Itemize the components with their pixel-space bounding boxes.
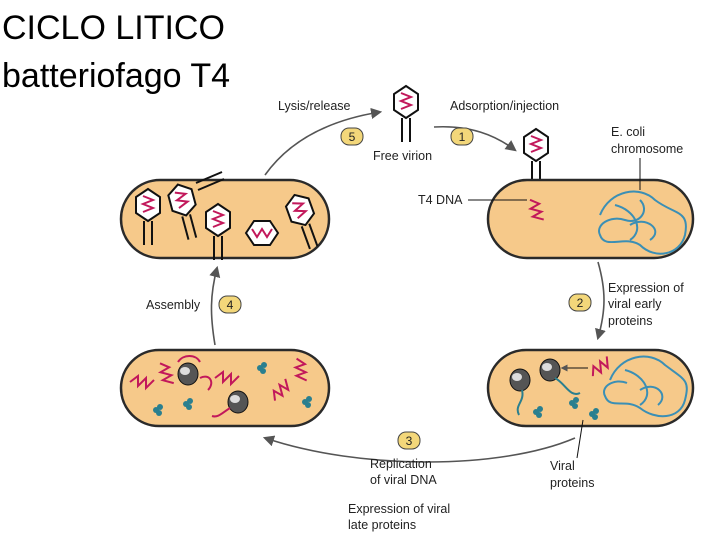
arrow-step-3 <box>262 435 576 463</box>
badge-step-2: 2 <box>568 293 592 312</box>
cell-early-proteins <box>486 348 695 428</box>
label-step-3-line1: Replication <box>370 457 432 471</box>
label-step-4: Assembly <box>146 298 201 312</box>
arrow-step-5 <box>264 107 383 176</box>
capsid-icon <box>177 362 199 386</box>
label-step-1: Adsorption/injection <box>450 99 559 113</box>
label-ecoli-line2: chromosome <box>611 142 683 156</box>
label-late-proteins-line2: late proteins <box>348 518 416 532</box>
capsid-icon <box>227 390 249 414</box>
ecoli-chromosome-icon <box>598 190 687 255</box>
arrow-step-1 <box>433 125 517 152</box>
arrow-step-4 <box>209 265 221 346</box>
label-t4-dna: T4 DNA <box>418 193 463 207</box>
title-line-1: CICLO LITICO <box>2 9 225 47</box>
label-step-2-line2: viral early <box>608 297 662 311</box>
label-ecoli-line1: E. coli <box>611 125 645 139</box>
svg-text:3: 3 <box>406 434 413 448</box>
badge-step-1: 1 <box>450 127 474 146</box>
label-viral-proteins-line2: proteins <box>550 476 594 490</box>
badge-step-3: 3 <box>397 431 421 450</box>
svg-text:2: 2 <box>577 296 584 310</box>
svg-text:4: 4 <box>227 298 234 312</box>
capsid-icon <box>509 368 531 392</box>
adsorbing-phage-icon <box>523 128 549 186</box>
cell-replication <box>119 348 331 428</box>
label-step-2-line1: Expression of <box>608 281 684 295</box>
svg-text:5: 5 <box>349 130 356 144</box>
svg-text:1: 1 <box>459 130 466 144</box>
label-step-2-line3: proteins <box>608 314 652 328</box>
cell-assembly <box>119 171 331 261</box>
label-step-3-line2: of viral DNA <box>370 473 437 487</box>
label-late-proteins-line1: Expression of viral <box>348 502 450 516</box>
cell-infected <box>486 178 695 260</box>
badge-step-5: 5 <box>340 127 364 146</box>
label-free-virion: Free virion <box>373 149 432 163</box>
arrow-step-2 <box>595 261 606 341</box>
ecoli-chromosome-icon <box>603 355 688 418</box>
label-step-5: Lysis/release <box>278 99 351 113</box>
label-viral-proteins-line1: Viral <box>550 459 575 473</box>
badge-step-4: 4 <box>218 295 242 314</box>
free-virion-icon <box>393 85 419 143</box>
title-line-2: batteriofago T4 <box>2 57 231 95</box>
capsid-icon <box>539 358 561 382</box>
